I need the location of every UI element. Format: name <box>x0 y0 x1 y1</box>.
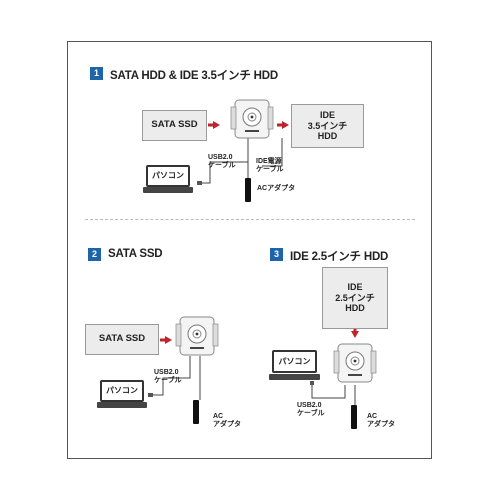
s1-ide-power-cable <box>262 138 283 167</box>
s2-laptop-icon: パソコン <box>97 380 147 408</box>
section-2-number: 2 <box>88 248 101 261</box>
s2-arrow-sata <box>165 336 172 344</box>
s1-arrow-sata-shaft <box>208 123 214 127</box>
section-1-number: 1 <box>90 67 103 80</box>
s3-pc-label: パソコン <box>272 350 317 374</box>
s3-ide-hdd-box: IDE 2.5インチ HDD <box>322 267 388 329</box>
s3-arrow-ide <box>351 331 359 338</box>
s1-ide-hdd-box: IDE 3.5インチ HDD <box>291 104 364 148</box>
s2-ac-adapter-label: AC アダプタ <box>213 413 241 429</box>
section-2-title: SATA SSD <box>108 248 163 260</box>
s2-usb-cable <box>152 356 191 396</box>
section-divider <box>85 219 415 220</box>
section-3-title: IDE 2.5インチ HDD <box>290 251 389 263</box>
s1-pc-label: パソコン <box>146 165 190 187</box>
s1-converter-device-icon <box>229 97 275 141</box>
s1-sata-ssd-box: SATA SSD <box>142 110 207 141</box>
s1-arrow-ide-shaft <box>277 123 283 127</box>
s2-sata-ssd-box: SATA SSD <box>85 324 159 355</box>
s2-usb-cable-label: USB2.0 ケーブル <box>154 369 182 385</box>
s1-ide-power-label: IDE電源 ケーブル <box>256 158 284 174</box>
s3-converter-device-icon <box>332 341 378 385</box>
section-3-number: 3 <box>270 248 283 261</box>
s1-arrow-sata <box>213 121 220 129</box>
s1-ac-adapter-label: ACアダプタ <box>257 185 296 192</box>
s3-usb-cable-label: USB2.0 ケーブル <box>297 402 325 418</box>
s1-ac-adapter-icon <box>245 178 251 202</box>
s3-ac-adapter-icon <box>351 405 357 429</box>
s2-arrow-sata-shaft <box>160 338 166 342</box>
s2-converter-device-icon <box>174 314 220 358</box>
s1-laptop-icon: パソコン <box>143 165 193 193</box>
s3-ac-adapter-label: AC アダプタ <box>367 413 395 429</box>
s3-usb-cable <box>311 384 346 399</box>
s3-laptop-icon: パソコン <box>269 350 320 380</box>
s2-pc-label: パソコン <box>100 380 144 402</box>
s1-usb-cable-label: USB2.0 ケーブル <box>208 154 236 170</box>
s2-ac-adapter-icon <box>193 400 199 424</box>
section-1-title: SATA HDD & IDE 3.5インチ HDD <box>110 70 278 82</box>
s3-arrow-ide-shaft <box>353 326 357 332</box>
s1-arrow-ide <box>282 121 289 129</box>
